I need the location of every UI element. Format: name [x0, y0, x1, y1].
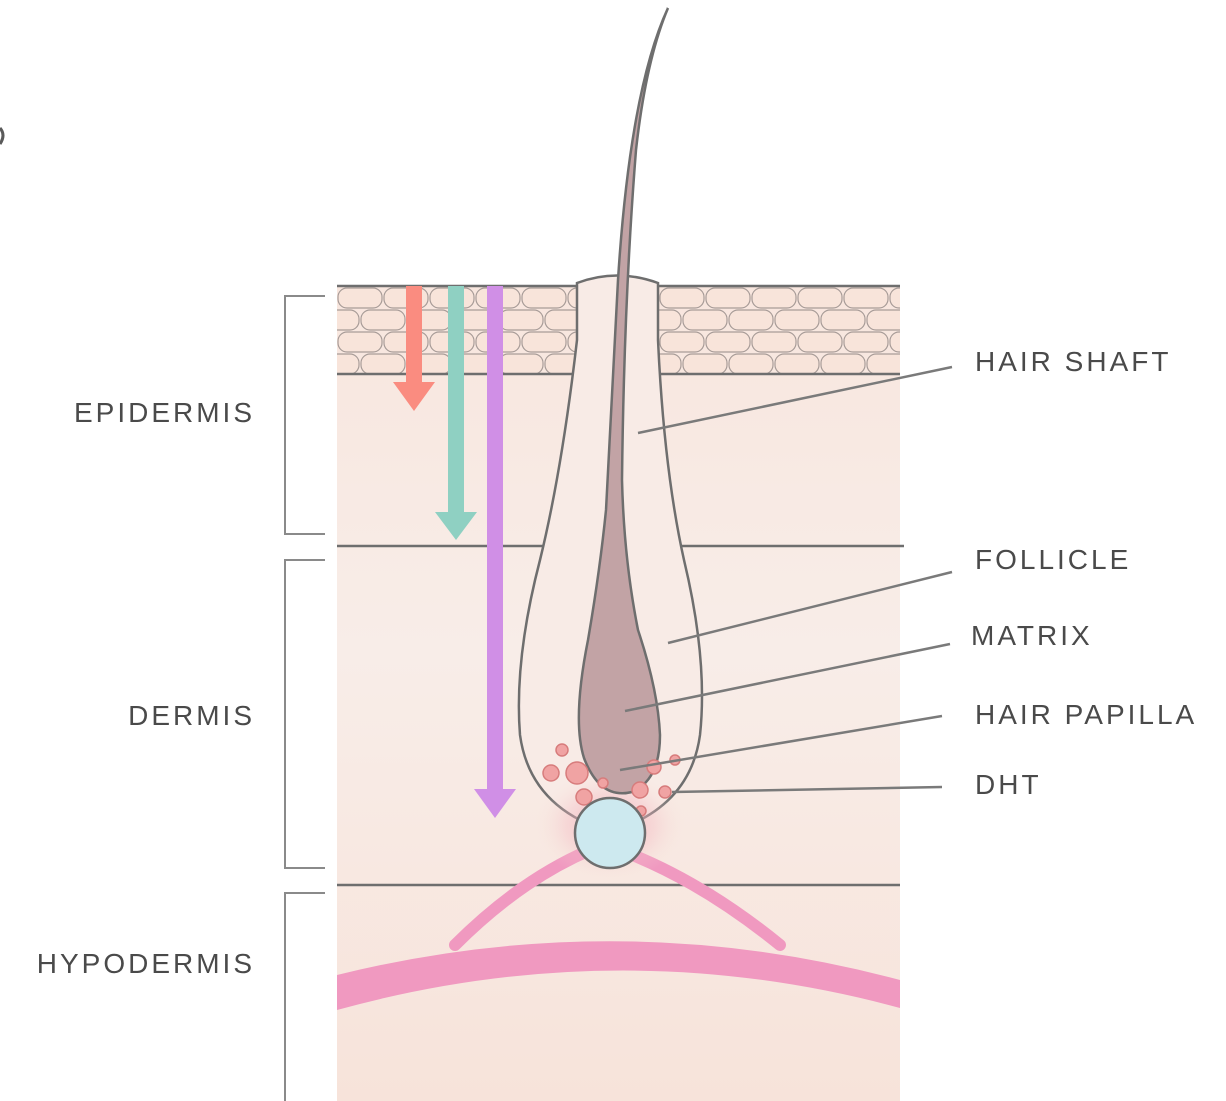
epidermis-cell	[821, 310, 865, 330]
epidermis-cell	[798, 332, 842, 352]
dht-particle	[566, 762, 588, 784]
epidermis-cell	[660, 332, 704, 352]
epidermis-cell	[729, 310, 773, 330]
epidermis-cell	[683, 310, 727, 330]
dht-particle	[647, 760, 661, 774]
dht-particle	[543, 765, 559, 781]
epidermis-cell	[499, 354, 543, 374]
epidermis-cell	[315, 354, 359, 374]
epidermis-label: EPIDERMIS	[74, 397, 255, 428]
epidermis-cell	[890, 332, 934, 352]
epidermis-cell	[706, 332, 750, 352]
edge-mark	[0, 128, 3, 144]
epidermis-cell	[660, 288, 704, 308]
hair-papilla	[575, 798, 645, 868]
epidermis-cell	[775, 354, 819, 374]
dht-particle	[632, 782, 648, 798]
epidermis-cell	[890, 288, 934, 308]
dht-particle	[556, 744, 568, 756]
epidermis-cell	[338, 332, 382, 352]
dht-label: DHT	[975, 769, 1042, 800]
hair-shaft-label: HAIR SHAFT	[975, 346, 1171, 377]
epidermis-cell	[775, 310, 819, 330]
epidermis-cell	[683, 354, 727, 374]
epidermis-cell	[867, 354, 911, 374]
epidermis-cell	[315, 310, 359, 330]
epidermis-cell	[752, 288, 796, 308]
epidermis-cell	[752, 332, 796, 352]
epidermis-cell	[361, 354, 405, 374]
epidermis-cell	[844, 288, 888, 308]
epidermis-cell	[844, 332, 888, 352]
epidermis-cell	[338, 288, 382, 308]
epidermis-bracket	[285, 296, 325, 534]
epidermis-cell	[499, 310, 543, 330]
dermis-bracket	[285, 560, 325, 868]
hypodermis-label: HYPODERMIS	[37, 948, 255, 979]
epidermis-cell	[729, 354, 773, 374]
epidermis-cell	[867, 310, 911, 330]
dht-particle	[598, 778, 608, 788]
epidermis-cell	[361, 310, 405, 330]
epidermis-cell	[522, 288, 566, 308]
matrix-label: MATRIX	[971, 620, 1093, 651]
hair-papilla-label: HAIR PAPILLA	[975, 699, 1197, 730]
epidermis-cell	[522, 332, 566, 352]
dht-particle	[576, 789, 592, 805]
dermis-label: DERMIS	[128, 700, 255, 731]
follicle-label: FOLLICLE	[975, 544, 1131, 575]
hypodermis-bracket	[285, 893, 325, 1101]
epidermis-cell	[821, 354, 865, 374]
epidermis-cell	[706, 288, 750, 308]
epidermis-cell	[798, 288, 842, 308]
dht-particle	[659, 786, 671, 798]
